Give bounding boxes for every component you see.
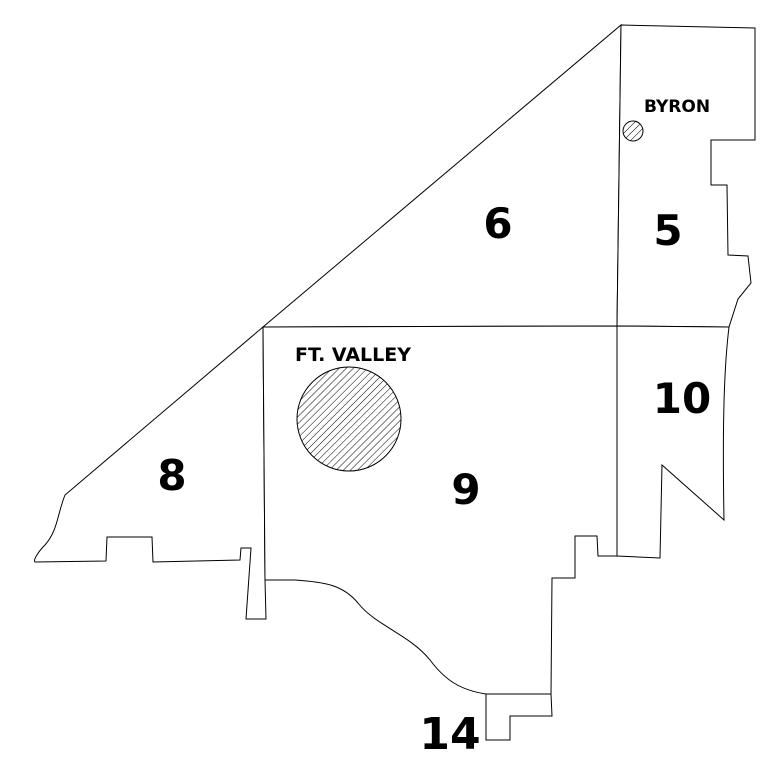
district-5-label: 5 [653, 206, 682, 255]
byron-label: BYRON [644, 97, 710, 117]
district-10-area[interactable] [616, 325, 730, 559]
ft-valley-label: FT. VALLEY [295, 344, 411, 366]
district-14-area[interactable] [485, 693, 553, 741]
district-9-label: 9 [451, 465, 480, 514]
district-6-area[interactable] [261, 23, 622, 328]
district-5-area[interactable] [616, 24, 756, 328]
byron-city-area[interactable] [622, 120, 644, 142]
district-8-label: 8 [157, 451, 186, 500]
district-8-area[interactable] [34, 325, 267, 620]
district-6-label: 6 [483, 199, 512, 248]
district-14-label: 14 [419, 709, 480, 760]
district-10-label: 10 [653, 374, 711, 423]
ft-valley-city-area[interactable] [296, 366, 402, 472]
